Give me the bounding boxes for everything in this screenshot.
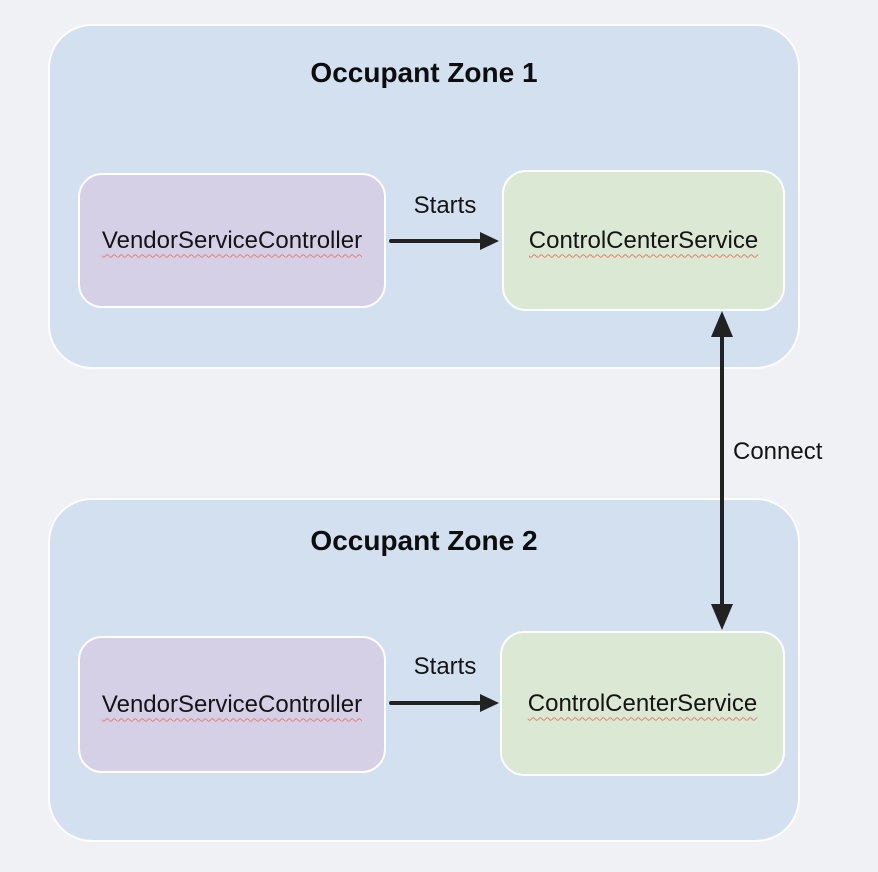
arrowhead-right-icon: [480, 232, 499, 250]
connect-arrow-line: [720, 327, 724, 614]
control-center-service-node: ControlCenterService: [500, 631, 785, 776]
node-label: ControlCenterService: [528, 226, 759, 254]
node-label: ControlCenterService: [527, 689, 758, 717]
arrowhead-up-icon: [711, 311, 733, 337]
starts-edge-label: Starts: [413, 653, 477, 680]
node-label: VendorServiceController: [101, 226, 363, 254]
zone-title: Occupant Zone 1: [310, 57, 538, 88]
starts-arrow-line: [389, 701, 481, 705]
occupant-zone-2: Occupant Zone 2 VendorServiceController …: [48, 498, 800, 842]
arrowhead-right-icon: [480, 694, 499, 712]
starts-arrow-line: [389, 239, 481, 243]
arrowhead-down-icon: [711, 604, 733, 630]
connect-edge-label: Connect: [733, 438, 823, 465]
control-center-service-node: ControlCenterService: [502, 170, 785, 311]
zone-title: Occupant Zone 2: [310, 525, 538, 556]
starts-edge-label: Starts: [413, 192, 477, 219]
occupant-zone-1: Occupant Zone 1 VendorServiceController …: [48, 24, 800, 369]
node-label: VendorServiceController: [101, 690, 363, 718]
vendor-service-controller-node: VendorServiceController: [78, 636, 386, 773]
vendor-service-controller-node: VendorServiceController: [78, 173, 386, 308]
connect-arrow: [711, 311, 733, 630]
